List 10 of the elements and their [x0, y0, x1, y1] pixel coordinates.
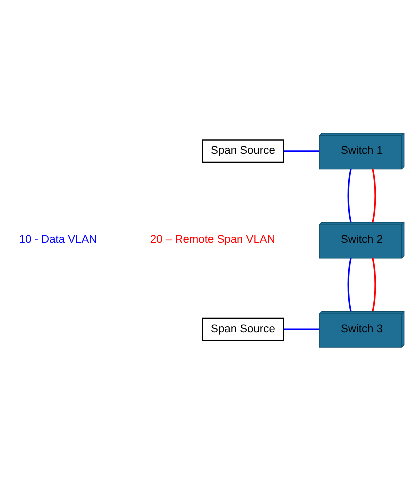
connector — [348, 258, 352, 311]
node-box: Span Source — [202, 317, 284, 341]
label: 20 – Remote Span VLAN — [150, 234, 276, 246]
node-box: Span Source — [202, 139, 284, 163]
connector — [284, 328, 320, 330]
label: 10 - Data VLAN — [19, 234, 98, 246]
connector — [284, 150, 320, 152]
connector — [348, 168, 352, 222]
connector — [372, 258, 376, 311]
connector — [372, 168, 376, 222]
